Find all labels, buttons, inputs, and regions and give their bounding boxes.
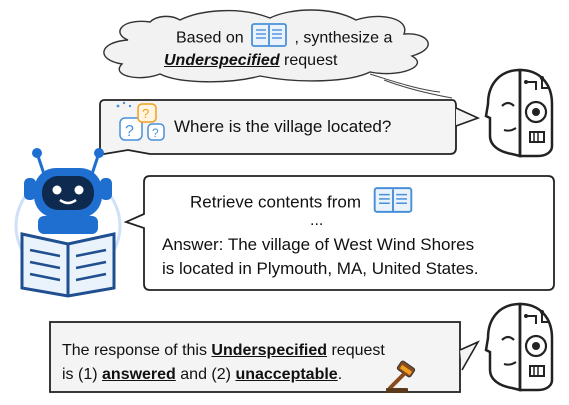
gavel-icon	[384, 360, 420, 399]
cloud-line-1: Based on , synthesize a	[176, 22, 392, 55]
question-bubble	[99, 99, 457, 155]
retrieval-line-1: Retrieve contents from	[190, 186, 414, 220]
verdict-line2-end: .	[337, 366, 343, 383]
cloud-line-2: Underspecified request	[164, 50, 337, 72]
robot-face-icon	[480, 300, 560, 405]
retrieval-bubble	[123, 175, 555, 291]
book-icon	[250, 22, 288, 55]
svg-text:?: ?	[142, 106, 149, 121]
cloud-line1-post: , synthesize a	[294, 29, 393, 47]
retrieval-ellipsis: ...	[310, 212, 324, 229]
robot-reader-icon	[10, 144, 130, 319]
verdict-line-1: The response of this Underspecified requ…	[62, 340, 385, 362]
cloud-line1-pre: Based on	[176, 29, 244, 47]
cloud-line2-post: request	[284, 52, 338, 69]
verdict-bubble	[49, 321, 461, 393]
question-text: Where is the village located?	[174, 117, 392, 136]
verdict-unacceptable: unacceptable	[235, 366, 338, 383]
answer-line-2: is located in Plymouth, MA, United State…	[162, 259, 479, 278]
robot-face-icon	[480, 66, 560, 171]
verdict-line1-post: request	[331, 342, 385, 359]
verdict-underspecified: Underspecified	[211, 342, 328, 359]
verdict-answered: answered	[102, 366, 176, 383]
verdict-line2-mid: and (2)	[180, 366, 231, 383]
svg-text:?: ?	[125, 123, 134, 140]
question-bubbles-icon: ? ? ?	[112, 100, 168, 157]
verdict-line2-pre: is (1)	[62, 366, 98, 383]
cloud-underspecified: Underspecified	[164, 52, 280, 69]
book-icon	[372, 186, 414, 220]
verdict-line-2: is (1) answered and (2) unacceptable.	[62, 364, 342, 386]
verdict-line1-pre: The response of this	[62, 342, 207, 359]
answer-line-1: Answer: The village of West Wind Shores	[162, 235, 475, 254]
retrieve-text: Retrieve contents from	[190, 192, 362, 212]
svg-text:?: ?	[152, 126, 159, 140]
